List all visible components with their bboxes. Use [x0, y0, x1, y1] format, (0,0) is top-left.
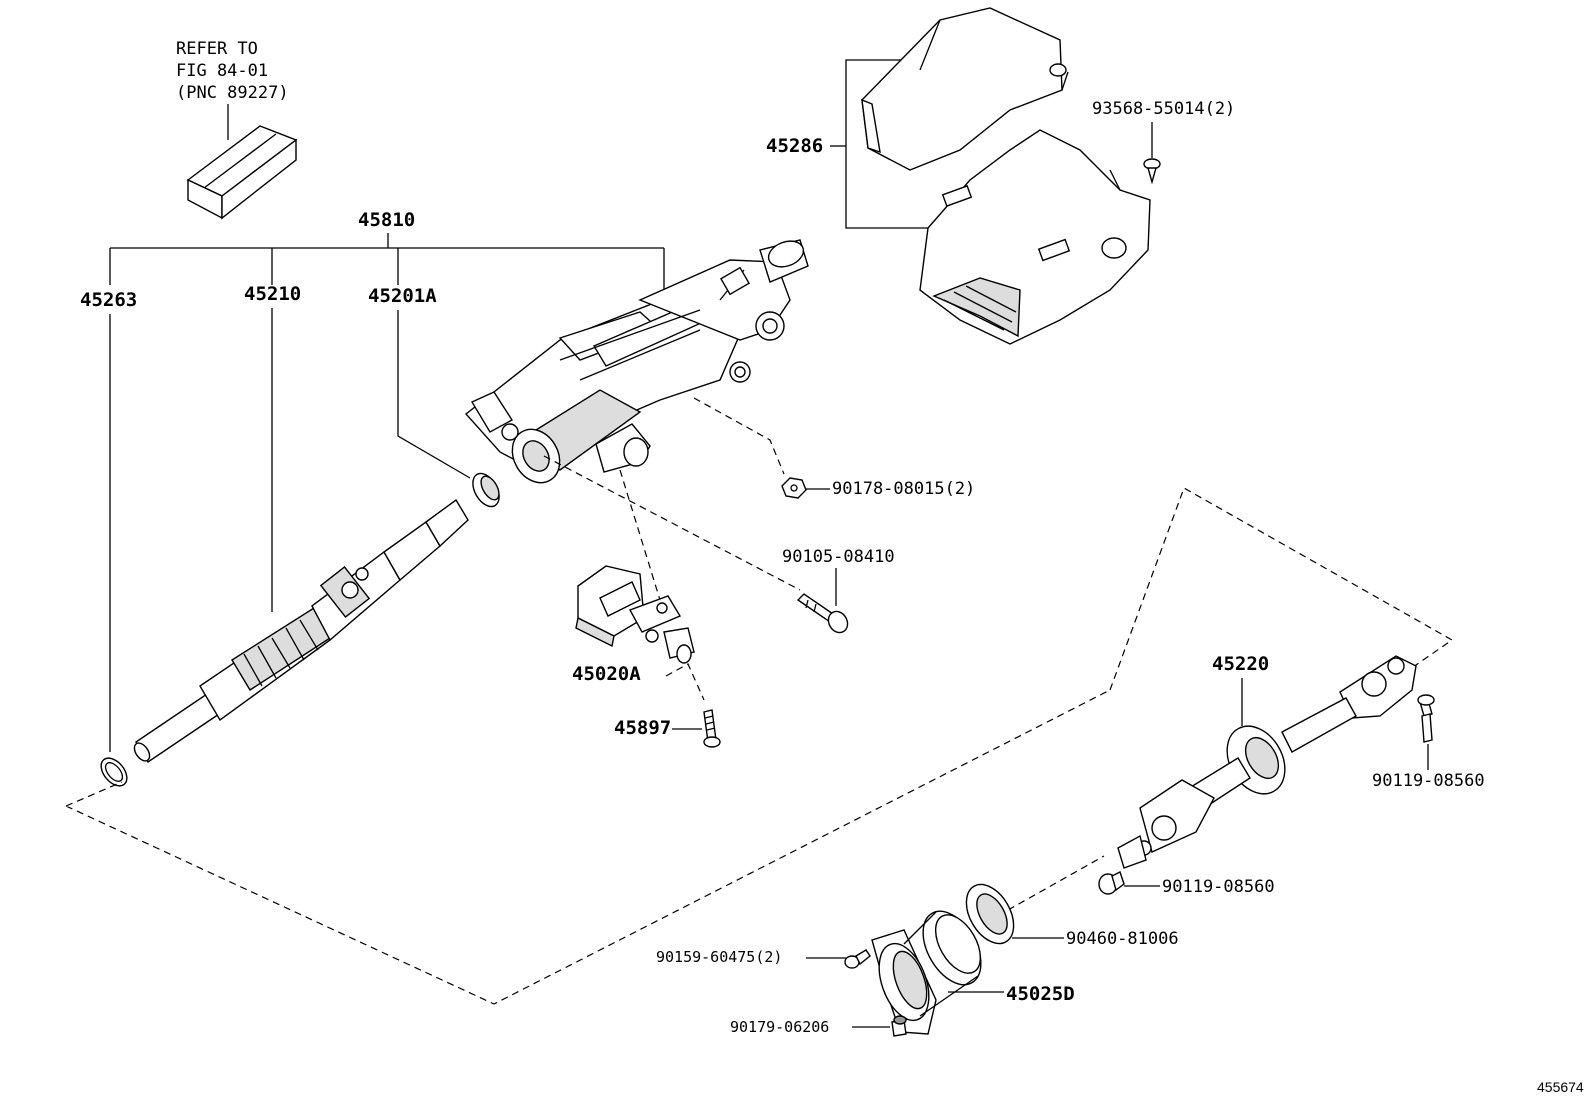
hole-cover-45025D: [871, 910, 982, 1035]
seal-ring-90460: [965, 883, 1015, 945]
label-45897: 45897: [614, 717, 671, 739]
label-90178: 90178-08015(2): [832, 479, 975, 499]
refer-note: REFER TO FIG 84-01 (PNC 89227): [176, 39, 289, 103]
label-90119-lower: 90119-08560: [1162, 877, 1275, 897]
nut-90178: [781, 477, 807, 499]
snap-ring: [100, 757, 128, 787]
label-45286: 45286: [766, 135, 823, 157]
bolt-90119-lower: [1098, 871, 1125, 895]
bolt-90159: [844, 949, 871, 969]
column-seal: [472, 472, 500, 508]
refer-note-line3: (PNC 89227): [176, 83, 289, 103]
bracket-45810: [109, 233, 665, 302]
label-90105: 90105-08410: [782, 547, 895, 567]
lock-bracket: [575, 565, 695, 664]
steering-column-assembly: [464, 239, 809, 484]
dashed-boundary: [65, 487, 1454, 1005]
dash-shaft-to-seal: [1007, 855, 1105, 911]
dash-to-45020A: [619, 469, 661, 601]
label-90179: 90179-06206: [730, 1018, 829, 1036]
bolt-45897: [703, 709, 721, 748]
clip-90179: [891, 1015, 907, 1037]
steering-shaft: [133, 498, 469, 763]
bolt-90105: [796, 593, 849, 634]
label-45220: 45220: [1212, 653, 1269, 675]
label-90159: 90159-60475(2): [656, 948, 782, 966]
screw-93568: [1143, 158, 1161, 185]
lower-column-cover: [919, 129, 1151, 345]
dash-to-90105: [543, 455, 801, 591]
label-90119-upper: 90119-08560: [1372, 771, 1485, 791]
intermediate-shaft: [1117, 655, 1417, 869]
control-module: [186, 125, 298, 220]
leader-45201A: [397, 310, 471, 479]
label-45810: 45810: [358, 209, 415, 231]
label-45201A: 45201A: [368, 285, 437, 307]
label-45025D: 45025D: [1006, 983, 1075, 1005]
label-45263: 45263: [80, 289, 137, 311]
bolt-90119-upper: [1417, 694, 1435, 743]
refer-note-line1: REFER TO: [176, 39, 258, 59]
dash-to-45897: [665, 663, 705, 701]
upper-column-cover: [861, 7, 1069, 171]
label-45020A: 45020A: [572, 663, 641, 685]
label-90460: 90460-81006: [1066, 929, 1179, 949]
dash-to-90178: [693, 397, 785, 475]
refer-note-line2: FIG 84-01: [176, 61, 268, 81]
bracket-45286: [845, 59, 930, 229]
label-45210: 45210: [244, 283, 301, 305]
figure-id: 455674: [1537, 1079, 1584, 1095]
label-93568: 93568-55014(2): [1092, 99, 1235, 119]
